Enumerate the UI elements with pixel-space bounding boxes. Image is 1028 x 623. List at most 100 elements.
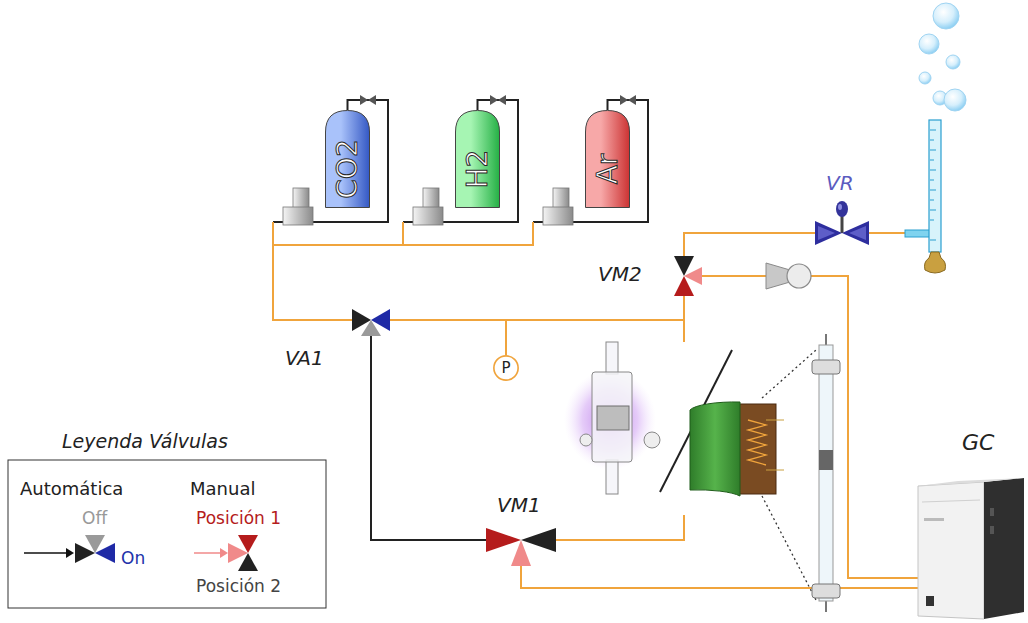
legend-entry: Manual [190, 478, 255, 500]
pressure-gauge: P [493, 355, 519, 381]
shape-path [925, 252, 946, 273]
shape-rect [283, 207, 313, 225]
shape-polygon [842, 221, 869, 245]
shape-rect [926, 596, 934, 606]
manual-valve: VM1 [486, 522, 556, 566]
node-label: VM2 [598, 262, 642, 286]
shape-ellipse [564, 370, 656, 470]
gas-cylinder: H2 [455, 110, 500, 208]
shape-rect [592, 372, 632, 462]
pipe-segment [273, 222, 533, 320]
legend-title: Leyenda Válvulas [62, 430, 228, 453]
pipe-connector [273, 100, 518, 320]
shape-circle [946, 55, 960, 69]
shape-path [690, 402, 740, 496]
shape-line [766, 470, 784, 471]
shape-polygon [490, 95, 498, 105]
shape-polygon [361, 320, 381, 336]
shape-polygon [220, 548, 228, 558]
gas-chromatograph: GC [918, 478, 1026, 620]
shape-path [748, 420, 766, 465]
pipe-segment [684, 233, 815, 256]
shape-rect [819, 345, 833, 601]
shape-rect [413, 207, 443, 225]
pipe-segment [390, 296, 684, 320]
shape-rect [606, 342, 618, 374]
shape-circle [933, 3, 959, 29]
pipe-segment [390, 320, 506, 355]
shape-polygon [368, 95, 376, 105]
shape-rect [929, 120, 941, 252]
shape-rect [905, 230, 931, 237]
pipe-connector [521, 566, 918, 588]
shape-line [766, 420, 784, 421]
shape-circle [787, 264, 811, 288]
valve-state: Off [82, 508, 107, 528]
shape-polygon [818, 226, 835, 240]
pipe-segment [403, 100, 518, 222]
shape-circle [494, 356, 518, 380]
shape-polyline [556, 515, 684, 540]
shape-circle [580, 434, 592, 446]
legend-auto-valve [24, 535, 115, 563]
cylinder-valves [360, 95, 636, 105]
shape-polygon [498, 95, 506, 105]
shape-polygon [628, 95, 636, 105]
node-label: CO2 [331, 139, 365, 198]
pipe-segment [273, 222, 352, 320]
pipe-connector [684, 233, 815, 256]
shape-svg [486, 522, 556, 566]
pipe-connector [273, 100, 648, 320]
shape-line [24, 552, 66, 554]
shape-polygon [849, 226, 866, 240]
shape-polygon [984, 478, 1024, 619]
tube-furnace [690, 402, 784, 496]
shape-line [762, 496, 816, 600]
valve-position: Posición 1 [196, 508, 281, 528]
plasma-reactor [564, 342, 660, 494]
legend-entry: Automática [20, 478, 123, 500]
shape-polygon [511, 540, 531, 566]
reactor-pipes [556, 233, 906, 540]
node-label: GC [962, 430, 994, 456]
node-label: VM1 [497, 493, 541, 517]
shape-circle [919, 72, 931, 84]
shape-polygon [360, 95, 368, 105]
shape-line [762, 350, 816, 398]
shape-polyline [683, 320, 685, 342]
shape-rect [597, 406, 629, 430]
pump-symbol [766, 263, 811, 289]
shape-polygon [75, 543, 95, 563]
legend-frame [8, 460, 326, 608]
valve-position: Posición 2 [196, 576, 281, 596]
shape-path [586, 111, 630, 208]
pipe-segment [273, 222, 403, 320]
shape-polygon [228, 543, 248, 563]
shape-rect [990, 508, 994, 516]
shape-path [456, 111, 500, 208]
shape-line [922, 500, 980, 502]
shape-circle [644, 432, 660, 448]
shape-rect [606, 460, 618, 494]
zoom-lines [762, 350, 816, 600]
shape-polygon [684, 267, 702, 285]
pipe-connector [390, 296, 684, 320]
shape-polygon [66, 548, 74, 558]
shape-line [825, 334, 827, 346]
shape-ellipse [838, 204, 842, 210]
node-label: P [501, 359, 510, 377]
shape-ellipse [836, 201, 848, 217]
shape-svg [815, 221, 869, 245]
shape-polygon [815, 221, 842, 245]
shape-polygon [918, 482, 984, 619]
gas-bubbles [919, 3, 966, 111]
pipe-connector [371, 336, 486, 540]
shape-rect [738, 404, 776, 494]
bubble-flowmeter [905, 120, 946, 273]
shape-line [841, 215, 844, 233]
shape-polygon [918, 478, 1024, 486]
